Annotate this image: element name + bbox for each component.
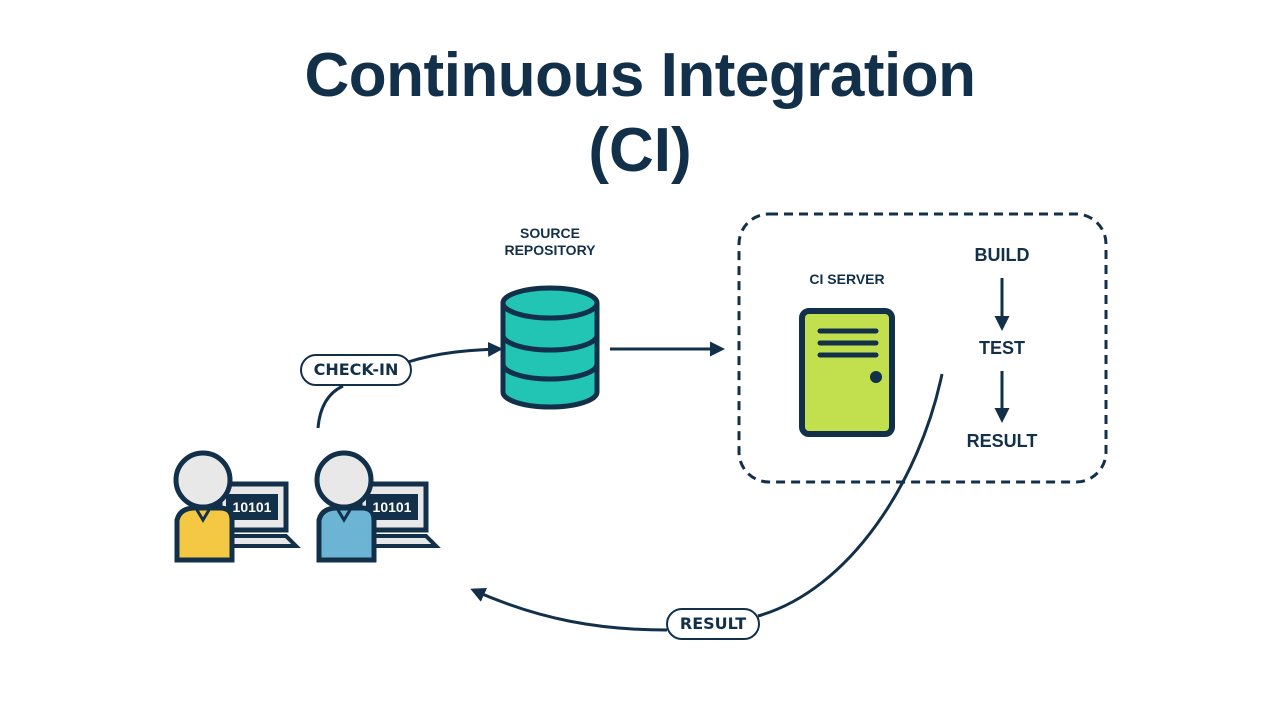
source-repository-label-1: SOURCE — [520, 225, 580, 241]
person-head — [314, 450, 374, 510]
title-line-1: Continuous Integration — [304, 41, 976, 110]
person-body — [174, 505, 235, 563]
step-build: BUILD — [974, 245, 1030, 265]
arrow-check-in-to-repo — [407, 341, 503, 364]
source-repository-label-2: REPOSITORY — [504, 242, 596, 258]
arrow-result-from-ci — [757, 373, 944, 618]
step-test: TEST — [978, 338, 1025, 358]
ci-server-boundary — [737, 212, 1108, 484]
arrow-result-to-devs — [470, 588, 668, 632]
developer-2 — [314, 450, 441, 563]
result-pill: RESULT — [666, 608, 760, 640]
screen-text-dev-1: 10101 — [232, 499, 272, 515]
person-head — [173, 450, 233, 510]
server-icon — [799, 308, 895, 437]
check-in-pill: CHECK-IN — [300, 354, 412, 386]
ci-server-label: CI SERVER — [809, 271, 885, 287]
database-icon — [500, 285, 600, 410]
arrow-check-in — [316, 384, 344, 429]
developer-1 — [173, 450, 301, 563]
step-result: RESULT — [966, 431, 1038, 451]
title-line-2: (CI) — [588, 116, 692, 185]
person-body — [316, 505, 377, 563]
screen-text-dev-2: 10101 — [372, 499, 412, 515]
